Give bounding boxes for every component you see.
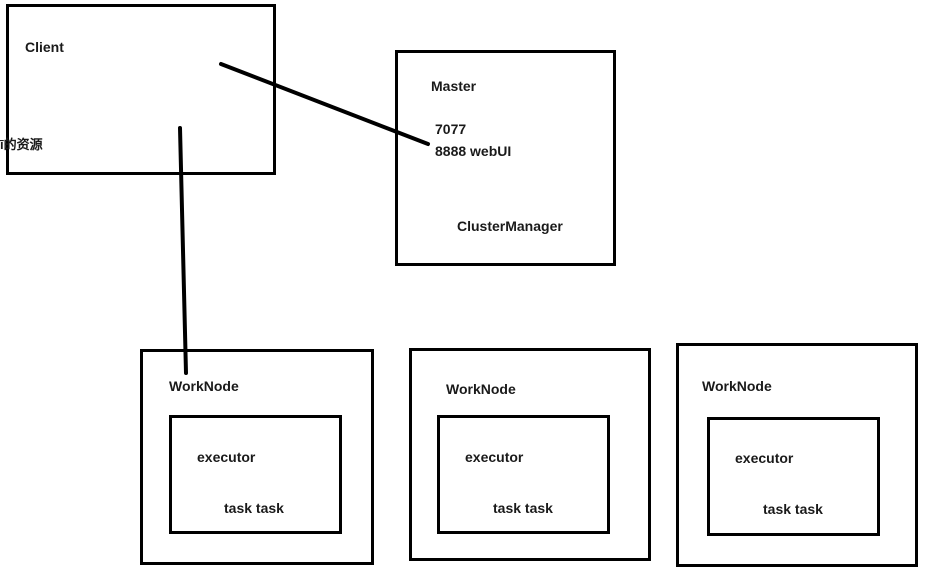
master-box bbox=[395, 50, 616, 266]
executor-box-1 bbox=[169, 415, 342, 534]
executor-label-1: executor bbox=[197, 449, 256, 465]
worknode-label-2: WorkNode bbox=[446, 381, 516, 397]
tasks-label-2: task task bbox=[493, 500, 553, 516]
master-webui-port: 8888 webUI bbox=[435, 143, 512, 159]
executor-label-2: executor bbox=[465, 449, 524, 465]
client-box bbox=[6, 4, 276, 175]
client-label: Client bbox=[25, 39, 64, 55]
worknode-box-3 bbox=[676, 343, 918, 567]
master-label: Master bbox=[431, 78, 477, 94]
cluster-manager-label: ClusterManager bbox=[457, 218, 563, 234]
worknode-label-1: WorkNode bbox=[169, 378, 239, 394]
client-note: ī的资源 bbox=[0, 137, 43, 152]
tasks-label-3: task task bbox=[763, 501, 823, 517]
worknode-box-1 bbox=[140, 349, 374, 565]
worknode-label-3: WorkNode bbox=[702, 378, 772, 394]
master-port: 7077 bbox=[435, 121, 467, 137]
tasks-label-1: task task bbox=[224, 500, 284, 516]
executor-box-2 bbox=[437, 415, 610, 534]
executor-label-3: executor bbox=[735, 450, 794, 466]
worknode-box-2 bbox=[409, 348, 651, 561]
executor-box-3 bbox=[707, 417, 880, 536]
